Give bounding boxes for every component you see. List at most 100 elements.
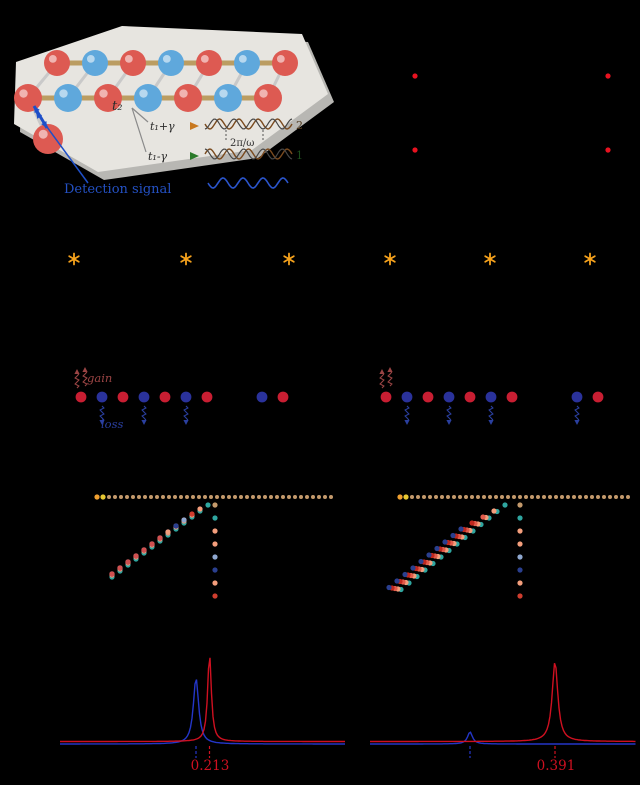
- density-dot: [590, 495, 594, 499]
- chain-site: [117, 391, 129, 403]
- coupling-arrow-icon: [190, 122, 199, 130]
- density-dot: [470, 495, 474, 499]
- density-dot: [446, 495, 450, 499]
- chain-site: [380, 391, 392, 403]
- density-dot: [458, 526, 464, 532]
- density-dot: [233, 495, 237, 499]
- sphere-highlight: [86, 54, 95, 63]
- arrowhead-icon: [34, 106, 40, 113]
- density-dot: [517, 528, 523, 534]
- loss-arrow-icon: [99, 405, 105, 425]
- lattice-sphere: [120, 50, 146, 76]
- density-dot: [542, 495, 546, 499]
- chain-site: [96, 391, 108, 403]
- lattice-sphere: [82, 50, 108, 76]
- star-icon: [584, 252, 596, 266]
- chain-site: [571, 391, 583, 403]
- signal-wave: [204, 148, 293, 160]
- density-dot: [410, 565, 416, 571]
- density-dot: [165, 529, 171, 535]
- lattice-sphere: [254, 84, 282, 112]
- density-dot: [275, 495, 279, 499]
- density-dot: [560, 495, 564, 499]
- density-dot: [422, 495, 426, 499]
- loss-arrow-icon: [183, 405, 189, 425]
- label-period: 2π/ω: [230, 138, 254, 149]
- sphere-highlight: [200, 54, 209, 63]
- chain-site: [464, 391, 476, 403]
- density-dot: [100, 494, 106, 500]
- density-dot: [212, 567, 218, 573]
- density-dot: [239, 495, 243, 499]
- density-dot: [173, 523, 179, 529]
- density-dot: [161, 495, 165, 499]
- density-dot: [197, 506, 203, 512]
- density-dot: [386, 584, 392, 591]
- detection-arrow: [35, 111, 89, 184]
- density-dot: [524, 495, 528, 499]
- sphere-highlight: [179, 89, 188, 98]
- density-dot: [500, 495, 504, 499]
- lattice-sphere: [174, 84, 202, 112]
- density-dot: [494, 495, 498, 499]
- density-dot: [410, 495, 414, 499]
- density-dot: [317, 495, 321, 499]
- density-dot: [141, 547, 147, 553]
- coupling-arrow-icon: [190, 152, 199, 160]
- peak-value-right: 0.391: [537, 758, 576, 774]
- density-dot: [506, 495, 510, 499]
- density-dot: [203, 495, 207, 499]
- chain-site: [277, 391, 289, 403]
- sphere-highlight: [124, 54, 133, 63]
- spectrum-dot: [412, 73, 418, 79]
- sphere-highlight: [59, 89, 68, 98]
- lattice-sphere: [134, 84, 162, 112]
- density-dot: [221, 495, 225, 499]
- loss-arrow-icon: [574, 405, 580, 425]
- peak-value-left: 0.213: [191, 758, 230, 774]
- chain-site: [443, 391, 455, 403]
- density-dot: [173, 495, 177, 499]
- density-dot: [572, 495, 576, 499]
- density-dot: [191, 495, 195, 499]
- density-dot: [512, 495, 516, 499]
- density-dot: [287, 495, 291, 499]
- labels-layer: t₂ t₁+γ t₁-γ 2π/ω 2 1 Detection signal g…: [64, 99, 575, 774]
- density-dot: [133, 553, 139, 559]
- density-dot: [149, 495, 153, 499]
- lattice-sphere: [214, 84, 242, 112]
- loss-arrow-icon: [446, 405, 452, 425]
- sphere-highlight: [48, 54, 57, 63]
- sphere-highlight: [19, 89, 28, 98]
- density-dot: [518, 495, 522, 499]
- density-dot: [107, 495, 111, 499]
- chain-site: [592, 391, 604, 403]
- density-dot: [517, 502, 523, 508]
- chain-site: [75, 391, 87, 403]
- density-dot: [402, 571, 408, 578]
- density-dot: [167, 495, 171, 499]
- signal-wave: [204, 118, 293, 130]
- density-dot: [189, 511, 195, 517]
- density-dot: [517, 554, 523, 560]
- signal-wave: [207, 177, 289, 189]
- lattice-sphere: [54, 84, 82, 112]
- label-gain: gain: [87, 371, 112, 385]
- density-dot: [149, 541, 155, 547]
- chain-site: [159, 391, 171, 403]
- sphere-highlight: [162, 54, 171, 63]
- density-dot: [482, 495, 486, 499]
- density-dot: [450, 532, 456, 539]
- density-dot: [113, 495, 117, 499]
- density-dot: [251, 495, 255, 499]
- sphere-highlight: [238, 54, 247, 63]
- density-dot: [416, 495, 420, 499]
- lattice-sphere: [44, 50, 70, 76]
- lattice-sphere: [234, 50, 260, 76]
- density-dot: [293, 495, 297, 499]
- density-dot: [464, 495, 468, 499]
- star-icon: [384, 252, 396, 266]
- bracket-line: [131, 107, 147, 153]
- density-dot: [596, 495, 600, 499]
